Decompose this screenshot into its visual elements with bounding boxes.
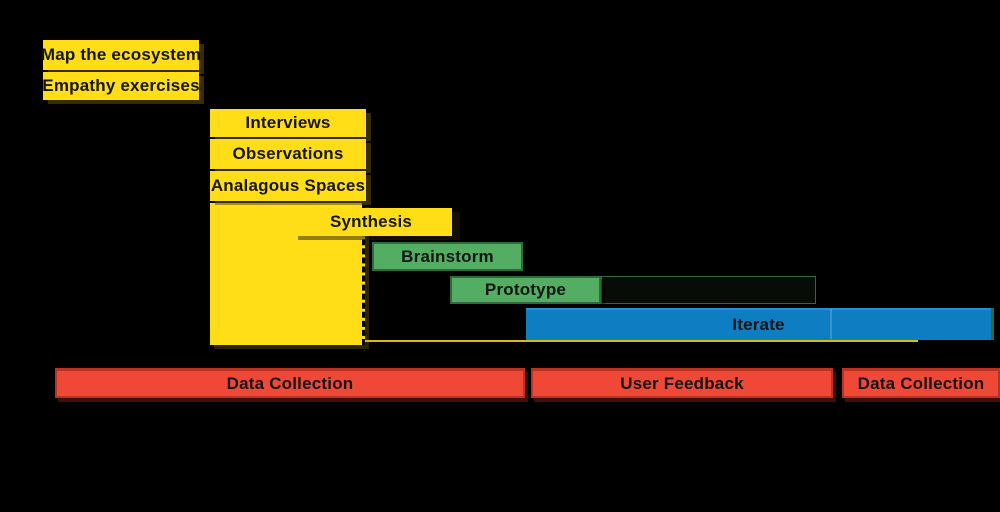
iterate-end-green-edge: [988, 308, 994, 340]
task-bar-analagous-spaces: Analagous Spaces: [210, 171, 366, 201]
task-bar-observations: Observations: [210, 139, 366, 169]
task-bar-iterate: Iterate: [526, 308, 991, 340]
phase-bar-data-collection-1: Data Collection: [55, 368, 525, 398]
task-bar-brainstorm: Brainstorm: [372, 242, 523, 271]
task-bar-empathy-exercises: Empathy exercises: [42, 72, 200, 100]
task-bar-prototype: Prototype: [450, 276, 601, 304]
prototype-extension-outline: [601, 276, 816, 304]
phase-bar-data-collection-2: Data Collection: [842, 368, 1000, 398]
iterate-segment-divider: [830, 309, 832, 339]
phase-bar-user-feedback: User Feedback: [531, 368, 833, 398]
task-bar-map-ecosystem: Map the ecosystem: [41, 40, 201, 70]
timeline-baseline: [365, 340, 918, 342]
dashed-marker-iterate-start: [523, 308, 526, 340]
task-bar-interviews: Interviews: [210, 109, 366, 137]
task-bar-synthesis: Synthesis: [290, 208, 452, 236]
